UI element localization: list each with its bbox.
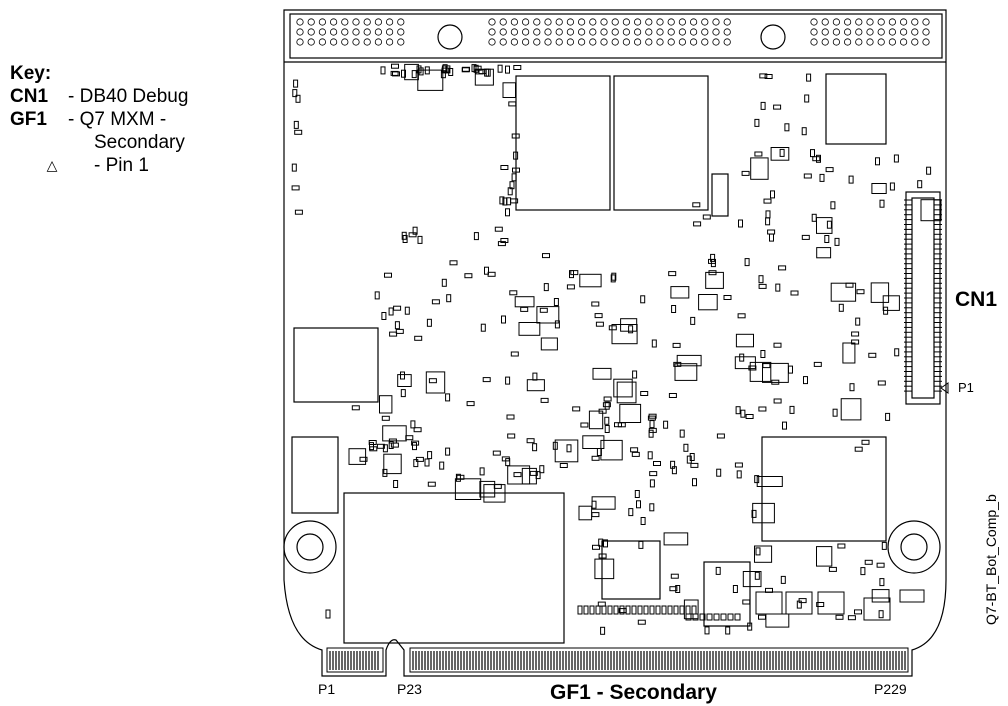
board-id-label: Q7-BT_Bot_Comp_b <box>983 494 999 625</box>
gf1-label: GF1 - Secondary <box>550 681 717 704</box>
legend-ref: GF1 <box>10 109 47 130</box>
mounting-hole-left-inner <box>296 533 324 561</box>
ic-ram-left <box>515 75 611 211</box>
ic-bottom-right <box>703 561 751 627</box>
small-components <box>291 63 942 635</box>
mounting-hole-top-left <box>437 24 463 50</box>
legend-desc: - Pin 1 <box>94 155 149 176</box>
ic-left-block <box>293 327 379 403</box>
mounting-hole-right <box>887 520 941 574</box>
board-outline <box>283 9 947 677</box>
top-connector-strip <box>289 13 943 59</box>
ic-left-lower <box>291 436 339 514</box>
ic-soc <box>343 492 565 644</box>
pin1-triangle-icon: △ <box>46 157 58 173</box>
legend-ref: CN1 <box>10 86 49 107</box>
cn1-label: CN1 <box>955 288 998 311</box>
legend-continuation: Secondary <box>94 132 185 153</box>
gf1-edge-fingers <box>329 651 906 670</box>
legend: Key: CN1 - DB40 Debug GF1 - Q7 MXM - Sec… <box>10 62 188 177</box>
legend-desc: - DB40 Debug <box>68 86 189 107</box>
legend-item-gf1: GF1 - Q7 MXM - <box>10 108 188 131</box>
mounting-hole-right-inner <box>900 533 928 561</box>
ic-top-right <box>825 73 887 145</box>
cn1-pins <box>904 199 942 392</box>
legend-item-pin1: △ - Pin 1 <box>10 154 188 177</box>
ic-right-large <box>761 436 887 542</box>
legend-title: Key: <box>10 63 52 84</box>
edge-p1-label: P1 <box>318 681 336 697</box>
edge-p229-label: P229 <box>874 681 907 697</box>
mounting-hole-left <box>283 520 337 574</box>
top-connector-pins <box>296 18 930 46</box>
ic-center-bottom <box>601 540 661 600</box>
ic-tall <box>711 173 729 217</box>
ic-ram-right <box>613 75 709 211</box>
cn1-pin1-label: P1 <box>958 380 974 395</box>
legend-item-cn1: CN1 - DB40 Debug <box>10 85 188 108</box>
cn1-pin1-triangle-icon <box>940 382 949 394</box>
mounting-hole-top-right <box>760 24 786 50</box>
legend-desc: - Q7 MXM - <box>68 109 167 130</box>
edge-p23-label: P23 <box>397 681 422 697</box>
